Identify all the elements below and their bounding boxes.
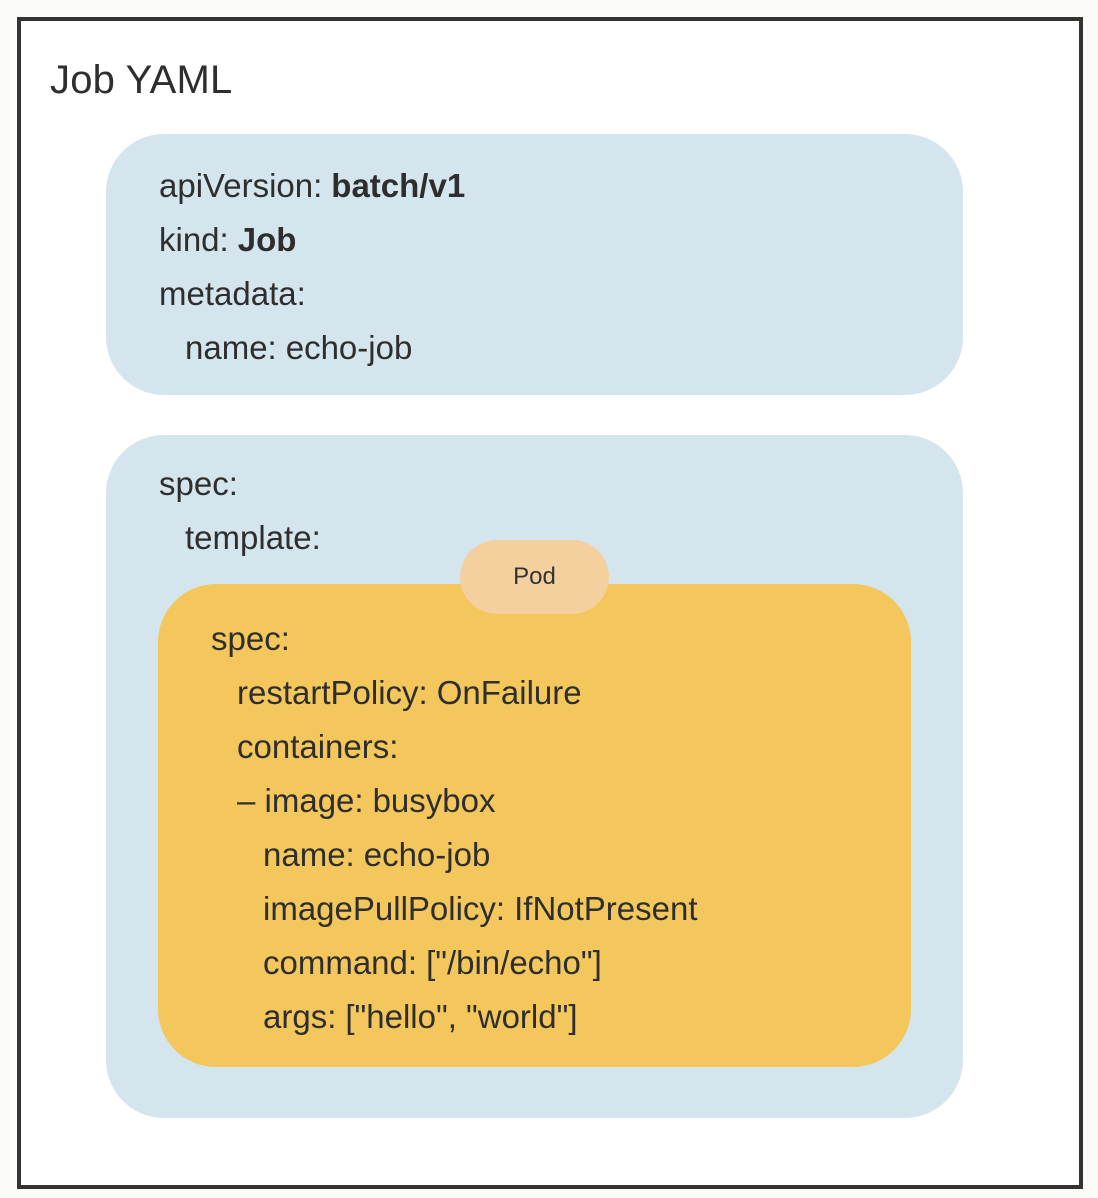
metadata-block <box>106 134 963 395</box>
pod-template-block <box>158 584 911 1067</box>
yaml-line-name: name:echo-job <box>185 328 412 368</box>
yaml-line-args: args:["hello", "world"] <box>263 997 578 1037</box>
yaml-line-image: – image:busybox <box>237 781 496 821</box>
yaml-key: metadata: <box>159 275 306 312</box>
yaml-key: spec: <box>159 465 238 502</box>
yaml-line-template: template: <box>185 518 321 558</box>
yaml-value: OnFailure <box>436 674 582 711</box>
yaml-key: restartPolicy: <box>237 674 428 711</box>
yaml-line-spec: spec: <box>159 464 238 504</box>
yaml-line-containers: containers: <box>237 727 398 767</box>
yaml-value: ["/bin/echo"] <box>426 944 602 981</box>
yaml-line-image-pull-policy: imagePullPolicy:IfNotPresent <box>263 889 698 929</box>
yaml-line-apiversion: apiVersion:batch/v1 <box>159 166 465 206</box>
yaml-value: echo-job <box>363 836 491 873</box>
yaml-line-restart-policy: restartPolicy:OnFailure <box>237 673 582 713</box>
pod-label-badge: Pod <box>460 540 609 614</box>
yaml-line-command: command:["/bin/echo"] <box>263 943 602 983</box>
diagram-title: Job YAML <box>50 58 233 102</box>
yaml-key: command: <box>263 944 418 981</box>
yaml-line-pod-spec: spec: <box>211 619 290 659</box>
yaml-key: args: <box>263 998 337 1035</box>
yaml-value: batch/v1 <box>331 167 466 204</box>
yaml-value: IfNotPresent <box>514 890 698 927</box>
yaml-key: kind: <box>159 221 229 258</box>
yaml-key: containers: <box>237 728 399 765</box>
yaml-line-container-name: name:echo-job <box>263 835 490 875</box>
yaml-line-kind: kind:Job <box>159 220 296 260</box>
yaml-key: template: <box>185 519 321 556</box>
yaml-value: Job <box>237 221 297 258</box>
yaml-value: echo-job <box>285 329 413 366</box>
yaml-key: name: <box>263 836 355 873</box>
yaml-key: spec: <box>211 620 290 657</box>
yaml-key: apiVersion: <box>159 167 323 204</box>
pod-label: Pod <box>513 563 556 590</box>
yaml-line-metadata: metadata: <box>159 274 306 314</box>
yaml-key: name: <box>185 329 277 366</box>
yaml-key: imagePullPolicy: <box>263 890 506 927</box>
yaml-key: – image: <box>237 782 364 819</box>
yaml-value: ["hello", "world"] <box>345 998 578 1035</box>
yaml-value: busybox <box>372 782 496 819</box>
